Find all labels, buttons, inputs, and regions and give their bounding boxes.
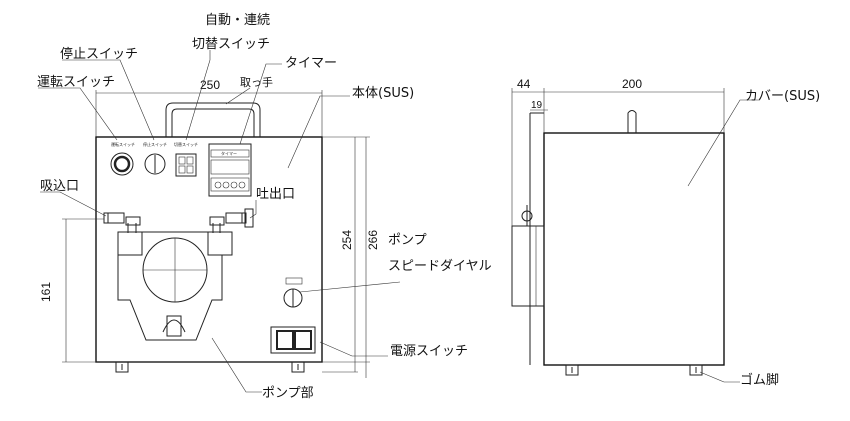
- handle: [165, 102, 261, 137]
- discharge-port: [209, 208, 254, 233]
- dim-height-254: 254: [340, 230, 354, 250]
- side-view: 44 200 19 カバー(SUS) ゴム脚: [511, 77, 820, 388]
- stop-switch[interactable]: [144, 153, 166, 175]
- label-auto-continuous: 自動・連続: [205, 13, 270, 28]
- side-cover: [543, 132, 725, 366]
- svg-text:停止スイッチ: 停止スイッチ: [143, 141, 167, 147]
- label-discharge-port: 吐出口: [256, 187, 295, 202]
- auto-continuous-toggle-switch[interactable]: [175, 153, 197, 177]
- label-run-switch: 運転スイッチ: [37, 75, 115, 90]
- svg-text:運転スイッチ: 運転スイッチ: [111, 141, 135, 147]
- label-speed-dial: スピードダイヤル: [388, 259, 492, 274]
- dim-width-250: 250: [200, 78, 220, 92]
- leader-feet: [699, 371, 740, 383]
- dim-depth-200: 200: [622, 77, 642, 91]
- label-suction-port: 吸込口: [40, 179, 79, 194]
- label-pump: ポンプ: [388, 233, 427, 248]
- suction-port: [103, 212, 141, 233]
- label-power-switch: 電源スイッチ: [390, 344, 468, 359]
- dimension-width: 250: [95, 78, 323, 137]
- dim-offset-44: 44: [517, 77, 531, 91]
- run-switch[interactable]: [110, 152, 134, 176]
- speed-dial[interactable]: [283, 277, 303, 308]
- dimension-height: 254 266: [322, 136, 380, 378]
- timer-unit: タイマー: [208, 143, 252, 197]
- svg-text:切替スイッチ: 切替スイッチ: [174, 141, 198, 147]
- dim-height-161: 161: [39, 282, 53, 302]
- side-feet: [565, 364, 703, 376]
- label-handle: 取っ手: [240, 75, 273, 89]
- pump-section: [117, 231, 233, 341]
- label-cover-sus: カバー(SUS): [745, 89, 820, 104]
- side-dimensions: 44 200 19: [511, 77, 725, 226]
- label-stop-switch: 停止スイッチ: [60, 46, 138, 62]
- power-switch[interactable]: [270, 326, 316, 354]
- label-body-sus: 本体(SUS): [352, 86, 414, 101]
- side-front-panel: [511, 112, 545, 365]
- leader-lines-front: [38, 50, 401, 393]
- timer-panel-label: タイマー: [221, 150, 237, 156]
- dim-height-266: 266: [366, 230, 380, 250]
- label-pump-section: ポンプ部: [262, 386, 314, 401]
- label-timer: タイマー: [285, 56, 337, 71]
- dimension-161: 161: [39, 218, 104, 363]
- front-view: 運転スイッチ 停止スイッチ 切替スイッチ タイマー: [37, 13, 492, 401]
- dim-offset-19: 19: [531, 100, 543, 111]
- label-rubber-feet: ゴム脚: [740, 372, 779, 388]
- leader-cover: [687, 99, 760, 187]
- front-feet: [115, 361, 305, 373]
- label-switch-toggle: 切替スイッチ: [192, 37, 270, 52]
